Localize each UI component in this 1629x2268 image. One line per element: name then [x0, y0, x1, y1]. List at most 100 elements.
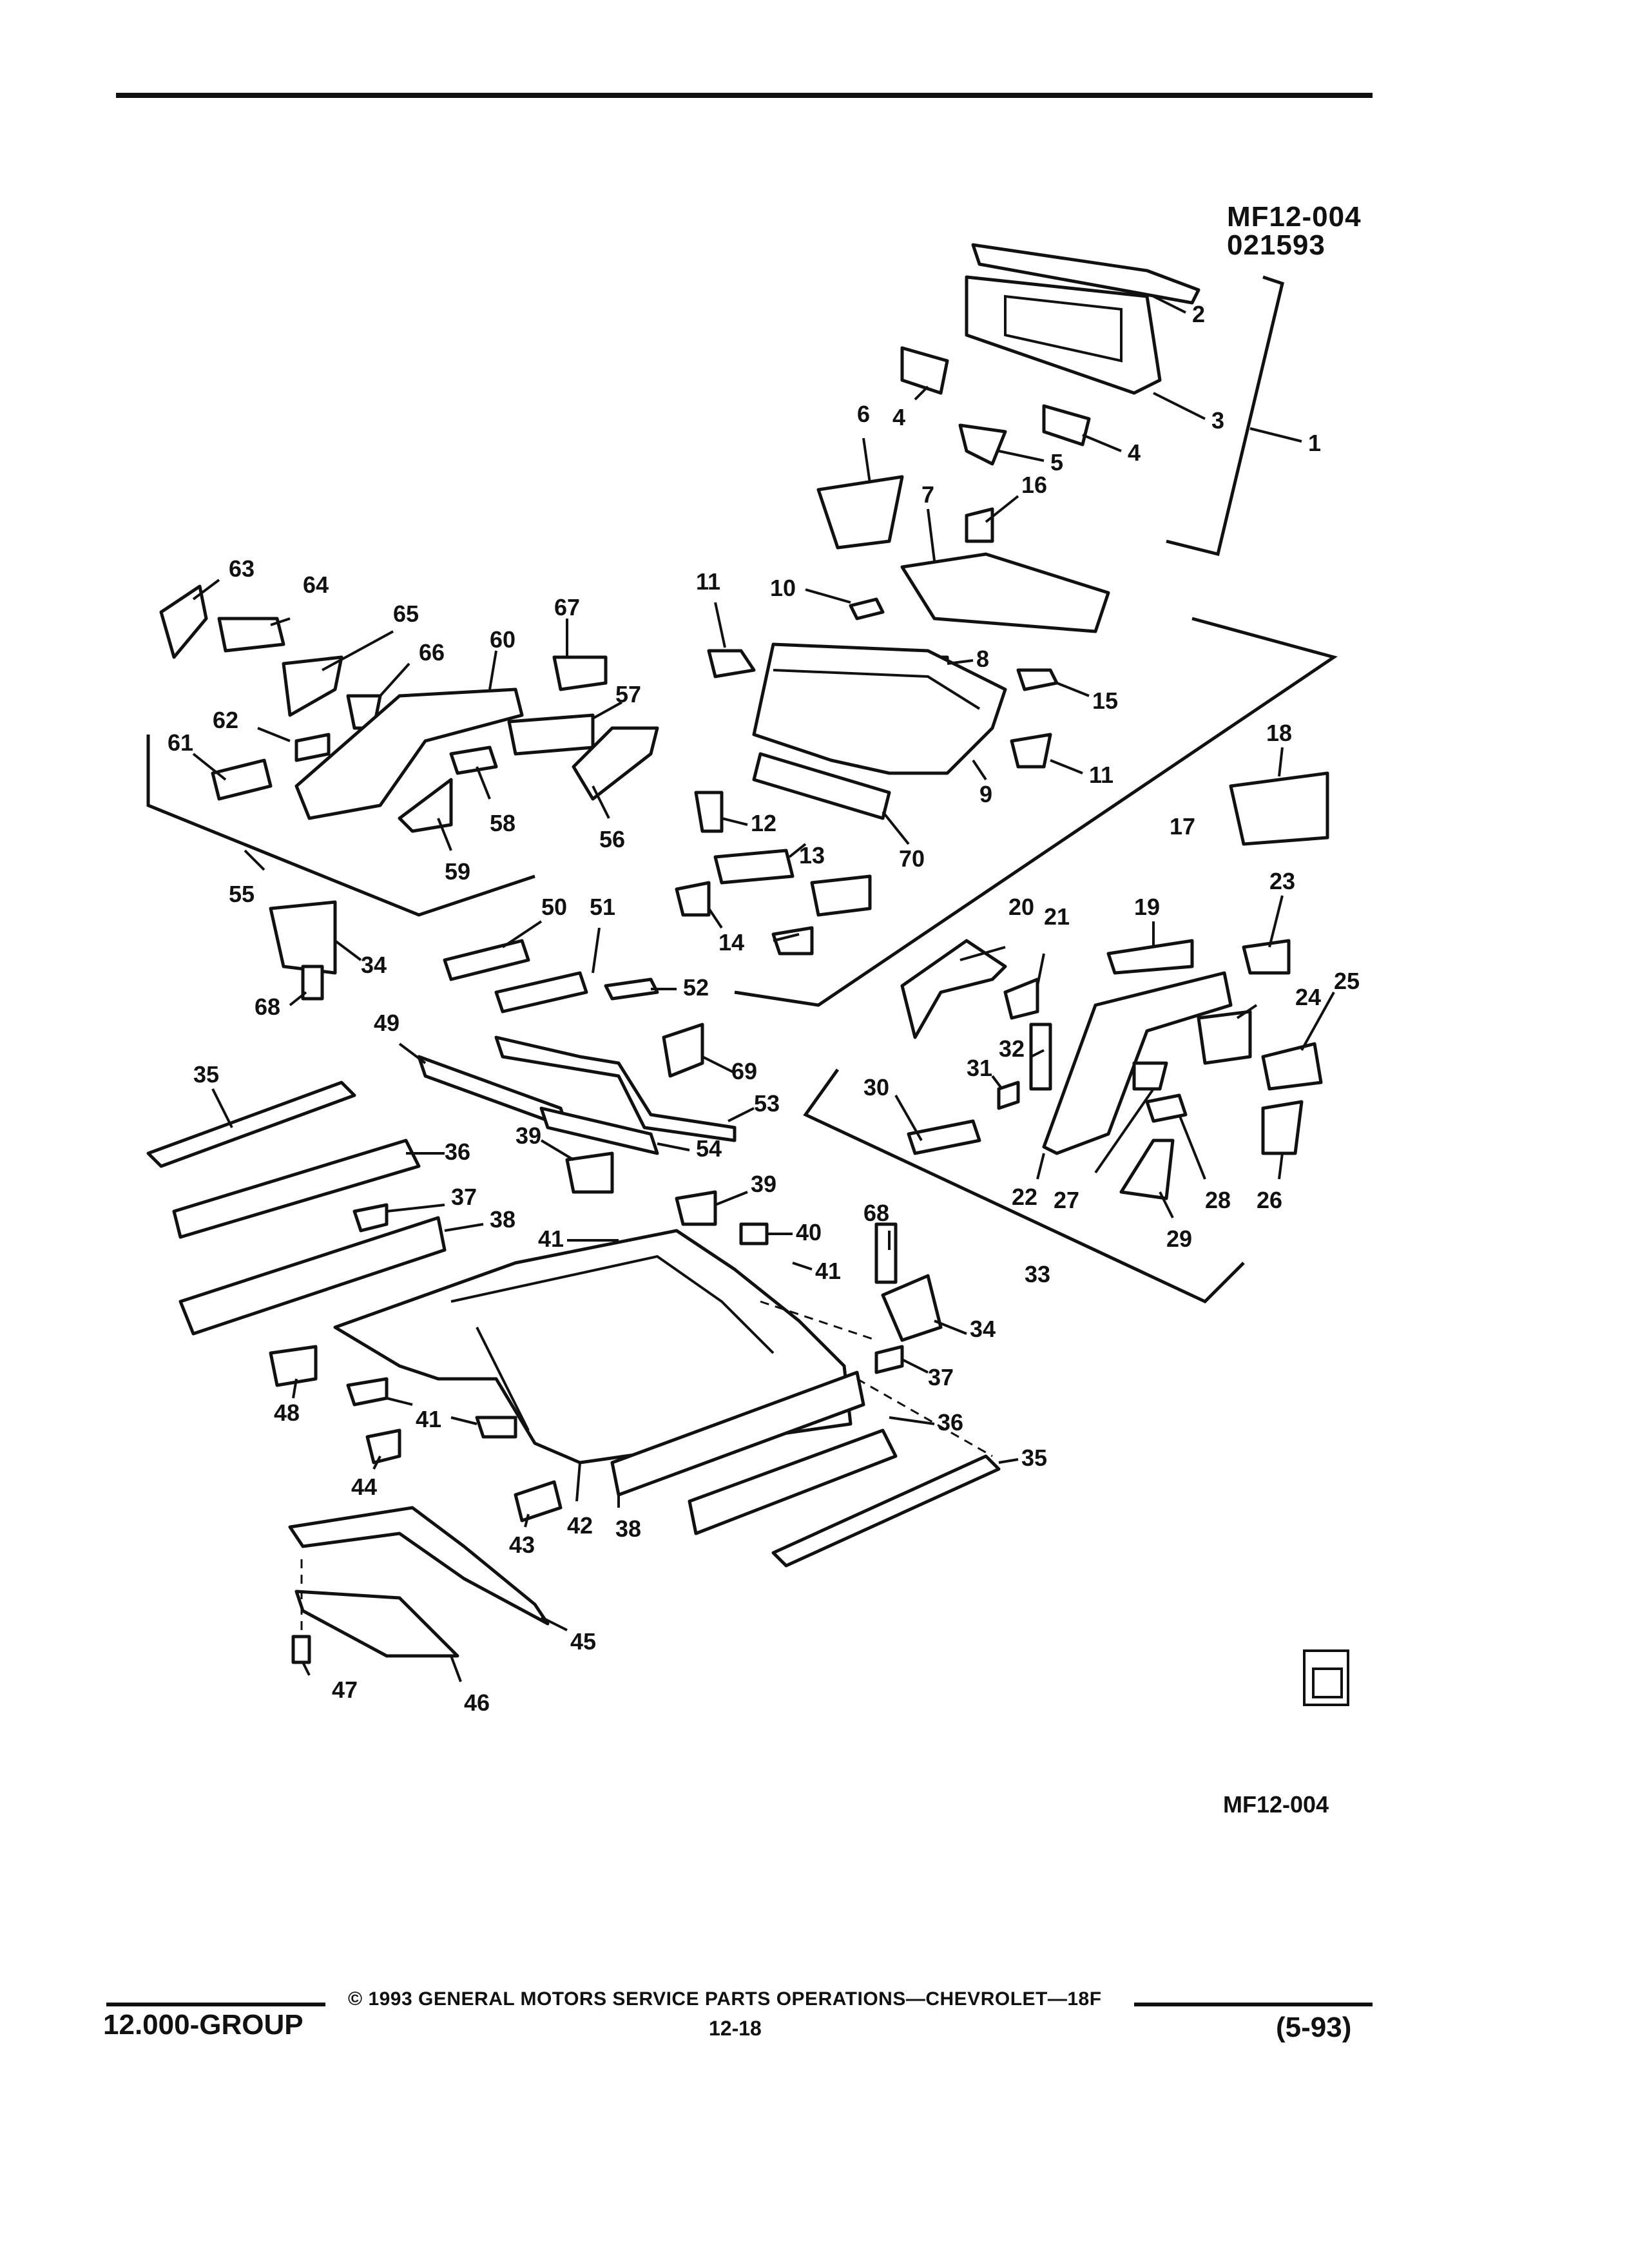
- callout-65: 65: [393, 601, 419, 627]
- callout-27: 27: [1054, 1187, 1079, 1213]
- part-13b: [810, 874, 872, 917]
- footer-rule-left: [106, 2003, 325, 2006]
- callout-47: 47: [332, 1677, 358, 1703]
- part-11-top: [707, 649, 756, 678]
- callout-46: 46: [464, 1689, 490, 1716]
- callout-57: 57: [615, 681, 641, 707]
- part-18: [1229, 771, 1329, 846]
- part-19: [1106, 939, 1194, 975]
- part-34-right: [881, 1274, 943, 1342]
- part-61: [211, 758, 273, 801]
- callout-12: 12: [751, 810, 776, 836]
- part-20: [900, 939, 1007, 1039]
- part-35-right: [771, 1454, 1001, 1568]
- callout-4a: 4: [892, 404, 905, 430]
- part-30: [907, 1119, 981, 1155]
- part-60: [294, 687, 524, 820]
- callout-24: 24: [1295, 984, 1321, 1010]
- callout-63: 63: [229, 555, 255, 582]
- part-48: [269, 1345, 318, 1387]
- part-36-left: [172, 1139, 421, 1239]
- callout-28: 28: [1205, 1187, 1231, 1213]
- part-13: [713, 849, 795, 885]
- callout-49: 49: [374, 1010, 400, 1036]
- part-47: [291, 1635, 311, 1664]
- callout-50: 50: [541, 894, 567, 920]
- callout-70: 70: [899, 845, 925, 872]
- part-39-left: [565, 1151, 614, 1194]
- callout-7: 7: [921, 481, 934, 508]
- callout-45: 45: [570, 1628, 596, 1655]
- group-17-bracket: [734, 617, 1338, 1007]
- service-manual-icon: [1303, 1649, 1349, 1706]
- figure-code: MF12-004: [1227, 201, 1362, 233]
- callout-31: 31: [967, 1055, 992, 1081]
- callout-22: 22: [1012, 1184, 1037, 1210]
- callout-43: 43: [509, 1532, 535, 1558]
- part-38-left: [178, 1216, 447, 1336]
- part-67: [552, 655, 608, 691]
- leader-lines: [192, 295, 1335, 1682]
- part-69: [662, 1023, 704, 1078]
- callout-68b: 68: [863, 1200, 889, 1226]
- part-3: [965, 275, 1162, 395]
- callout-8: 8: [976, 646, 989, 672]
- callout-59: 59: [445, 858, 470, 885]
- callout-13: 13: [799, 842, 825, 869]
- callout-69: 69: [731, 1058, 757, 1084]
- callout-30: 30: [863, 1074, 889, 1100]
- part-28: [1145, 1093, 1188, 1123]
- callout-23: 23: [1269, 868, 1295, 894]
- callout-66: 66: [419, 639, 445, 666]
- part-37-right: [874, 1345, 904, 1374]
- callout-35b: 35: [1021, 1445, 1047, 1471]
- figure-date: 021593: [1227, 229, 1325, 261]
- part-6: [816, 475, 904, 550]
- callout-11b: 11: [1089, 762, 1113, 788]
- callout-42: 42: [567, 1512, 593, 1539]
- callout-21: 21: [1044, 903, 1070, 930]
- part-38-right: [610, 1370, 865, 1497]
- part-11-right: [1010, 733, 1052, 769]
- part-24: [1197, 1010, 1252, 1065]
- part-21: [1003, 977, 1039, 1020]
- callout-15: 15: [1092, 687, 1118, 714]
- callout-25: 25: [1334, 968, 1360, 994]
- part-14b: [771, 926, 814, 956]
- group-1-bracket: [1166, 275, 1284, 557]
- callout-20: 20: [1008, 894, 1034, 920]
- part-59: [398, 778, 453, 833]
- top-rule: [116, 93, 1373, 98]
- callout-34a: 34: [361, 952, 387, 978]
- part-45: [288, 1506, 550, 1626]
- part-58: [449, 745, 498, 775]
- part-15: [1016, 668, 1059, 691]
- callout-38b: 38: [615, 1515, 641, 1542]
- callout-52: 52: [683, 974, 709, 1001]
- part-44: [365, 1428, 401, 1465]
- callout-39b: 39: [751, 1171, 776, 1197]
- callout-44: 44: [351, 1474, 377, 1500]
- callout-6: 6: [857, 401, 870, 427]
- callout-54: 54: [696, 1135, 722, 1162]
- callout-18: 18: [1266, 720, 1292, 746]
- part-31: [997, 1081, 1020, 1110]
- group-55-bracket: [146, 735, 535, 917]
- part-25: [1261, 1042, 1323, 1091]
- part-41-b: [475, 1416, 517, 1439]
- callout-1: 1: [1308, 430, 1321, 456]
- part-70: [752, 752, 891, 820]
- callout-64: 64: [303, 572, 329, 598]
- part-46: [294, 1590, 459, 1658]
- callout-60: 60: [490, 626, 516, 653]
- part-57: [507, 713, 595, 756]
- callout-29: 29: [1166, 1225, 1192, 1252]
- callout-16: 16: [1021, 472, 1047, 498]
- part-12: [694, 791, 724, 833]
- part-43: [514, 1480, 563, 1523]
- part-40: [739, 1222, 769, 1245]
- callout-32: 32: [999, 1035, 1025, 1062]
- part-22: [1042, 971, 1233, 1155]
